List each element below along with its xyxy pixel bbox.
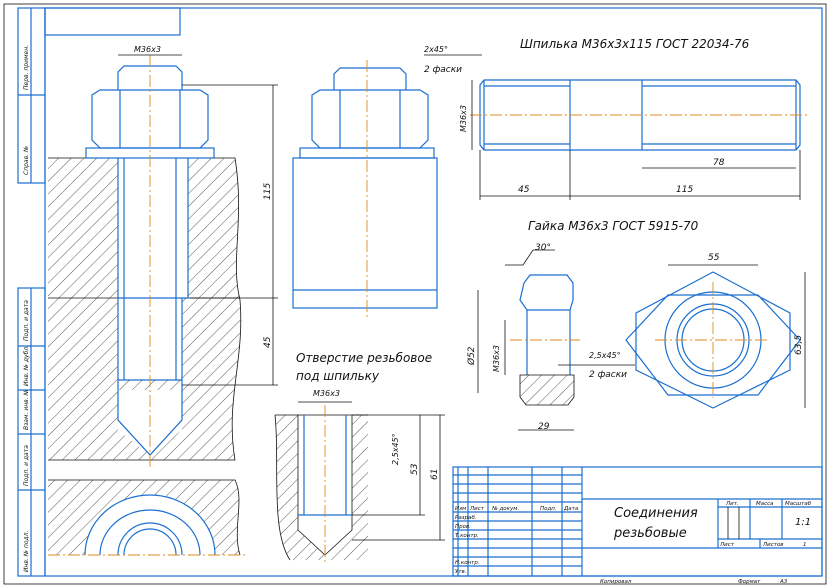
tb-format-label: Формат [738, 579, 761, 585]
outer-frame [3, 3, 827, 585]
tb-header: Подп. [540, 506, 557, 512]
hole-chamfer: 2,5х45° [391, 433, 400, 465]
assembly-thread: М36х3 [134, 45, 161, 54]
assembly-section: М36х3 115 45 [48, 45, 278, 470]
hole-thread: М36х3 [313, 389, 340, 398]
stud-drawing: 2х45° 2 фаски М36х3 78 45 115 [424, 45, 810, 200]
drawing-line [48, 479, 241, 556]
assembly-bottom-view [48, 479, 245, 556]
drawing-line [84, 494, 216, 556]
hole-section: М36х3 2,5х45° 53 61 [274, 389, 445, 565]
tb-sheets-count: 1 [803, 542, 807, 548]
stud-dim-115: 115 [676, 185, 693, 195]
nut-across-corners: 63,5 [794, 335, 804, 355]
tb-role: Утв. [455, 569, 467, 575]
tb-lit: Лит. [725, 501, 739, 507]
tb-header: Лист [469, 506, 485, 512]
tb-mass: Масса [756, 501, 774, 507]
assembly-side-view [292, 60, 438, 320]
hole-title: под шпильку [296, 369, 380, 383]
nut-diameter: Ø52 [466, 346, 477, 366]
tb-role: Разраб. [455, 515, 477, 521]
drawing-line [48, 158, 241, 460]
tb-header: № докум. [491, 506, 519, 512]
drawing-line [505, 249, 555, 266]
strip-label: Взам. инв. № [23, 389, 30, 430]
tb-header: Дата [563, 506, 579, 512]
nut-top-view: 55 63,5 [625, 253, 806, 409]
drawing-line [635, 271, 791, 409]
title-block: Изм Лист № докум. Подп. Дата Разраб. Про… [452, 466, 823, 585]
drawing-line [85, 495, 215, 555]
tb-role: Пров. [455, 524, 471, 530]
assembly-length: 115 [263, 183, 273, 200]
nut-chamfer: 2,5х45° [589, 351, 621, 360]
strip-label: Подп. и дата [23, 300, 30, 341]
drawing-line [311, 89, 429, 149]
tb-sheet: Лист [719, 542, 735, 548]
stud-dim-45: 45 [518, 185, 530, 195]
tb-role: Т.контр. [455, 533, 479, 539]
drawing-line [118, 158, 188, 298]
strip-label: Инв. № подл. [23, 531, 30, 572]
stud-title: Шпилька М36х3х115 ГОСТ 22034-76 [520, 37, 750, 51]
drawing-line [292, 157, 438, 309]
nut-across-flats: 55 [708, 253, 720, 263]
hole-depth: 61 [430, 469, 440, 480]
tb-scale-label: Масштаб [785, 501, 812, 507]
strip-label: Перв. примен. [23, 45, 30, 90]
tb-name: Соединения [614, 506, 698, 521]
stud-thread-length: 78 [713, 158, 725, 168]
tb-header: Изм [455, 506, 466, 512]
drawing-line [519, 374, 575, 406]
stud-chamfer-note: 2 фаски [424, 65, 462, 75]
tb-format: A3 [779, 579, 788, 585]
strip-label: Подп. и дата [23, 445, 30, 486]
tb-scale: 1:1 [795, 517, 811, 528]
side-strip: Перв. примен. Справ. № Подп. и дата Инв.… [17, 7, 46, 577]
nut-angle: 30° [535, 243, 551, 253]
stud-chamfer: 2х45° [424, 45, 448, 54]
drawing-line [519, 274, 574, 375]
drawing-line [91, 89, 209, 149]
assembly-depth: 45 [263, 336, 273, 348]
tb-copied: Копировал [600, 579, 632, 585]
nut-height: 29 [538, 422, 550, 432]
strip-label: Инв. № дубл. [23, 345, 30, 386]
top-left-box [44, 7, 181, 36]
tb-sheets: Листов [762, 542, 784, 548]
tb-role: Н.контр. [455, 560, 480, 566]
nut-chamfer-note: 2 фаски [589, 370, 627, 380]
nut-title: Гайка М36х3 ГОСТ 5915-70 [528, 219, 699, 233]
drawing-line [333, 67, 407, 90]
tb-name: резьбовые [613, 526, 687, 541]
strip-label: Справ. № [23, 146, 30, 175]
stud-thread: М36х3 [459, 105, 468, 132]
drawing-line [625, 294, 801, 396]
hole-title: Отверстие резьбовое [296, 351, 432, 365]
nut-front-view: 30° Ø52 М36х3 2,5х45° 2 фаски 29 [466, 243, 635, 432]
nut-thread: М36х3 [492, 345, 501, 372]
drawing-line [520, 375, 574, 405]
hole-thread-depth: 53 [410, 463, 420, 475]
